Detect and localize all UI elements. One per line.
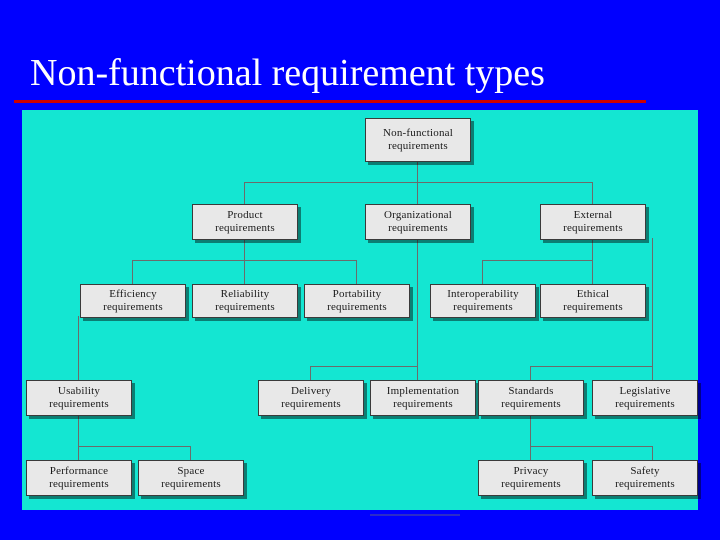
node-line1: Reliability: [220, 288, 270, 300]
connector-level2-external: [592, 182, 593, 204]
connector-level3-external-bus: [482, 260, 592, 261]
title-underline-rule: [14, 100, 646, 103]
node-line2: requirements: [388, 140, 448, 152]
node-portability-requirements[interactable]: Portability requirements: [304, 284, 410, 318]
node-line2: requirements: [563, 301, 623, 313]
node-legislative-requirements[interactable]: Legislative requirements: [592, 380, 698, 416]
node-line2: requirements: [453, 301, 513, 313]
node-delivery-requirements[interactable]: Delivery requirements: [258, 380, 364, 416]
page-title: Non-functional requirement types: [30, 52, 545, 94]
node-line2: requirements: [281, 398, 341, 410]
connector-legislative-up: [652, 366, 653, 380]
node-line2: requirements: [215, 301, 275, 313]
node-line2: requirements: [501, 478, 561, 490]
connector-standards-down: [530, 414, 531, 446]
node-line1: Interoperability: [447, 288, 519, 300]
node-line2: requirements: [215, 222, 275, 234]
slide-footer-artifact: [370, 514, 460, 516]
connector-efficiency-up: [132, 260, 133, 284]
connector-space-up: [190, 446, 191, 460]
connector-organizational-down: [417, 238, 418, 366]
node-line2: requirements: [327, 301, 387, 313]
node-line2: requirements: [563, 222, 623, 234]
node-line2: requirements: [388, 222, 448, 234]
diagram-canvas: Non-functional requirements Product requ…: [22, 110, 698, 510]
node-line2: requirements: [615, 478, 675, 490]
node-space-requirements[interactable]: Space requirements: [138, 460, 244, 496]
node-interoperability-requirements[interactable]: Interoperability requirements: [430, 284, 536, 318]
node-usability-requirements[interactable]: Usability requirements: [26, 380, 132, 416]
connector-level2-organizational: [417, 182, 418, 204]
node-line1: Legislative: [619, 385, 671, 397]
node-line1: Performance: [49, 465, 109, 477]
node-line2: requirements: [49, 478, 109, 490]
node-line2: requirements: [49, 398, 109, 410]
connector-level4-external-bus: [530, 366, 652, 367]
connector-reliability-up: [244, 260, 245, 284]
node-line1: Delivery: [290, 385, 332, 397]
node-non-functional-requirements[interactable]: Non-functional requirements: [365, 118, 471, 162]
connector-efficiency-down: [78, 316, 79, 366]
node-reliability-requirements[interactable]: Reliability requirements: [192, 284, 298, 318]
connector-performance-up: [78, 446, 79, 460]
connector-level2-bus: [244, 182, 592, 183]
connector-root-down: [417, 160, 418, 182]
connector-portability-up: [356, 260, 357, 284]
connector-ethical-up: [592, 260, 593, 284]
node-line1: Ethical: [576, 288, 610, 300]
node-line2: requirements: [103, 301, 163, 313]
node-product-requirements[interactable]: Product requirements: [192, 204, 298, 240]
connector-external-down: [592, 238, 593, 260]
connector-usability-up: [78, 366, 79, 380]
connector-standards-up: [530, 366, 531, 380]
connector-level5-left-bus: [78, 446, 190, 447]
node-line1: Product: [227, 209, 263, 221]
node-line1: Privacy: [513, 465, 549, 477]
node-external-requirements[interactable]: External requirements: [540, 204, 646, 240]
node-line1: Non-functional: [382, 127, 453, 139]
node-line2: requirements: [393, 398, 453, 410]
connector-implementation-up: [417, 366, 418, 380]
node-line2: requirements: [615, 398, 675, 410]
connector-interoperability-up: [482, 260, 483, 284]
node-ethical-requirements[interactable]: Ethical requirements: [540, 284, 646, 318]
node-line1: Usability: [57, 385, 101, 397]
node-efficiency-requirements[interactable]: Efficiency requirements: [80, 284, 186, 318]
node-safety-requirements[interactable]: Safety requirements: [592, 460, 698, 496]
node-privacy-requirements[interactable]: Privacy requirements: [478, 460, 584, 496]
connector-level2-product: [244, 182, 245, 204]
node-line1: Implementation: [386, 385, 460, 397]
connector-delivery-up: [310, 366, 311, 380]
node-organizational-requirements[interactable]: Organizational requirements: [365, 204, 471, 240]
connector-safety-up: [652, 446, 653, 460]
node-line1: Efficiency: [109, 288, 157, 300]
connector-level5-right-bus: [530, 446, 652, 447]
node-line1: Standards: [508, 385, 554, 397]
node-line1: External: [573, 209, 613, 221]
connector-level4-org-bus: [310, 366, 417, 367]
node-line1: Safety: [630, 465, 660, 477]
node-line1: Organizational: [384, 209, 452, 221]
node-line1: Space: [177, 465, 205, 477]
connector-product-down: [244, 238, 245, 260]
node-implementation-requirements[interactable]: Implementation requirements: [370, 380, 476, 416]
connector-usability-down: [78, 414, 79, 446]
node-performance-requirements[interactable]: Performance requirements: [26, 460, 132, 496]
node-line2: requirements: [501, 398, 561, 410]
node-line2: requirements: [161, 478, 221, 490]
node-line1: Portability: [332, 288, 382, 300]
connector-privacy-up: [530, 446, 531, 460]
connector-external-down-long: [652, 238, 653, 366]
node-standards-requirements[interactable]: Standards requirements: [478, 380, 584, 416]
